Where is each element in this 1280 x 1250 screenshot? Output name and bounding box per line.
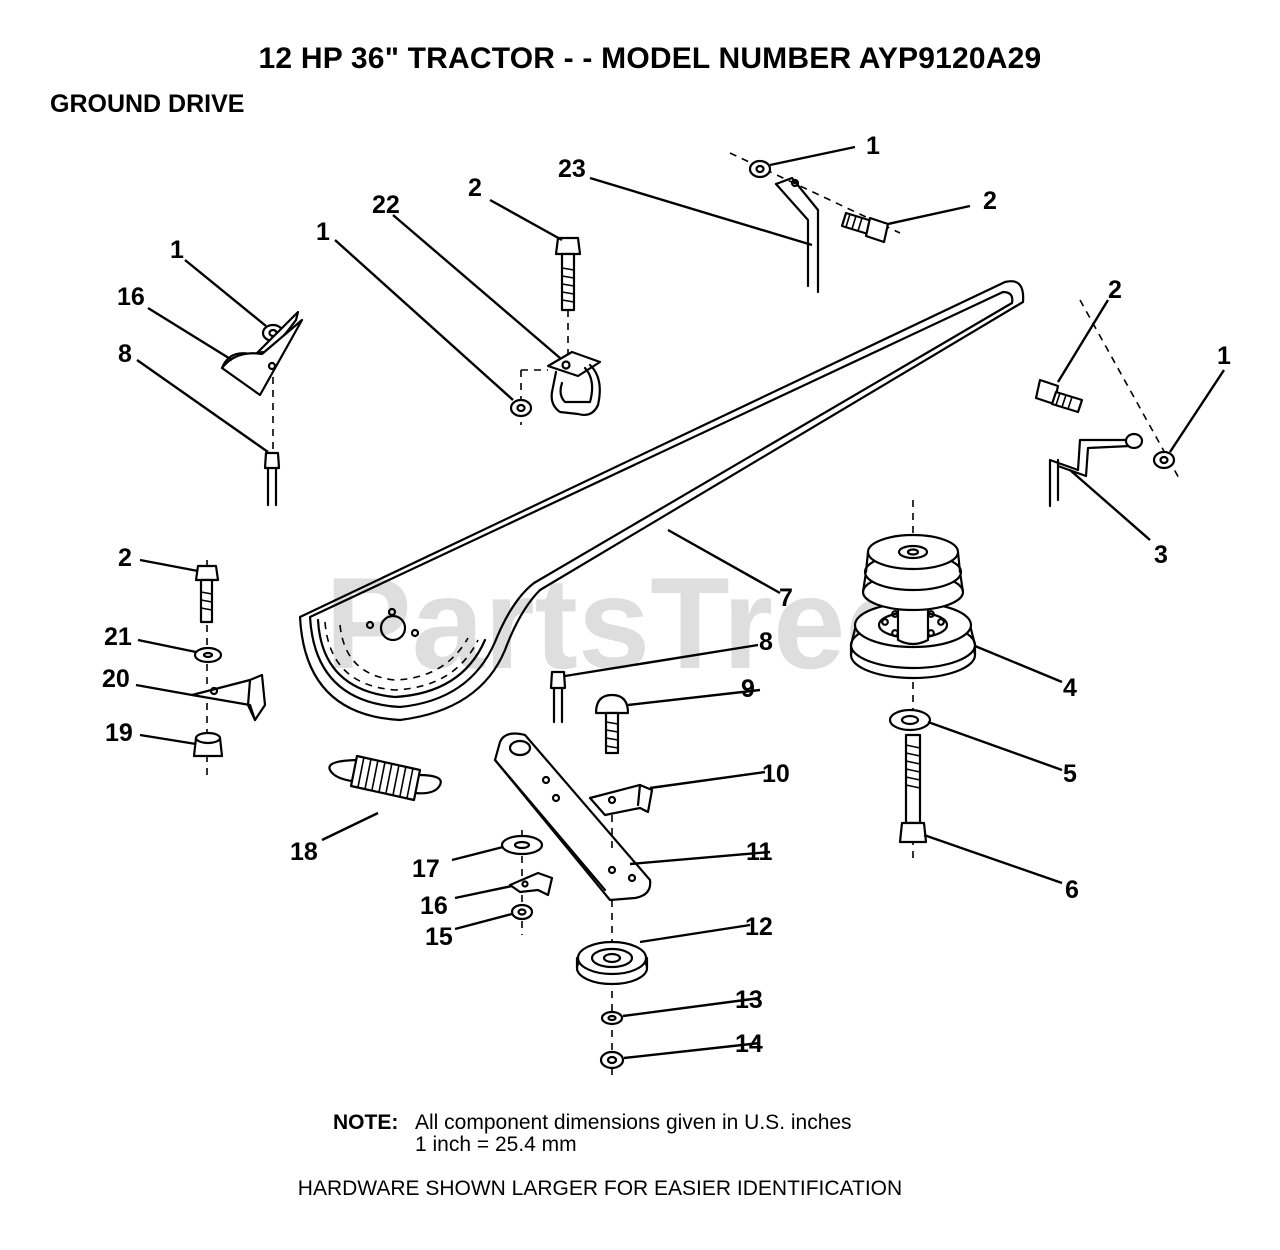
section-title: GROUND DRIVE bbox=[50, 90, 245, 118]
part-pulley-4 bbox=[849, 500, 977, 860]
part-arm-11 bbox=[493, 732, 652, 902]
watermark-text: PartsTree bbox=[325, 550, 918, 696]
callout-label: 2 bbox=[468, 174, 482, 202]
dimension-note: NOTE: All component dimensions given in U… bbox=[333, 1112, 852, 1156]
part-bolt-9 bbox=[594, 693, 630, 755]
part-bracket-22 bbox=[509, 236, 602, 425]
callout-label: 17 bbox=[412, 855, 440, 883]
note-line-2: 1 inch = 25.4 mm bbox=[415, 1133, 577, 1156]
callout-label: 1 bbox=[866, 132, 880, 160]
part-spring-18 bbox=[328, 754, 442, 802]
callout-label: 21 bbox=[104, 623, 132, 651]
callout-label: 2 bbox=[118, 544, 132, 572]
callout-label: 10 bbox=[762, 760, 790, 788]
callout-label: 7 bbox=[779, 584, 793, 612]
part-bracket-10 bbox=[588, 783, 654, 850]
callout-label: 6 bbox=[1065, 876, 1079, 904]
diagram-title: 12 HP 36" TRACTOR - - MODEL NUMBER AYP91… bbox=[258, 42, 1042, 75]
callout-label: 12 bbox=[745, 913, 773, 941]
callout-label: 2 bbox=[1108, 276, 1122, 304]
part-nut-15 bbox=[510, 903, 534, 921]
note-label: NOTE: bbox=[333, 1111, 399, 1134]
note-line-1: All component dimensions given in U.S. i… bbox=[415, 1111, 852, 1134]
part-belt bbox=[298, 280, 1025, 722]
callout-label: 2 bbox=[983, 187, 997, 215]
callout-label: 14 bbox=[735, 1030, 763, 1058]
part-clip-16 bbox=[220, 310, 304, 507]
part-stud-8 bbox=[549, 670, 567, 724]
callout-label: 18 bbox=[290, 838, 318, 866]
part-bracket-23 bbox=[729, 152, 901, 294]
callout-labels: 1 1 1 1 2 2 2 2 3 4 5 6 7 8 8 9 10 11 12… bbox=[102, 132, 1231, 1058]
callout-label: 8 bbox=[759, 628, 773, 656]
callout-label: 19 bbox=[105, 719, 133, 747]
callout-label: 1 bbox=[316, 218, 330, 246]
callout-label: 23 bbox=[558, 155, 586, 183]
callout-label: 16 bbox=[117, 283, 145, 311]
part-nut-14 bbox=[599, 1050, 625, 1070]
callout-leaders bbox=[135, 145, 1226, 1060]
callout-label: 11 bbox=[746, 838, 773, 866]
part-bracket-3 bbox=[1034, 299, 1181, 508]
hardware-note: HARDWARE SHOWN LARGER FOR EASIER IDENTIF… bbox=[297, 1177, 903, 1200]
callout-label: 1 bbox=[1217, 342, 1231, 370]
callout-label: 22 bbox=[372, 191, 400, 219]
callout-label: 4 bbox=[1063, 674, 1077, 702]
part-washer-17 bbox=[500, 830, 544, 935]
part-idler-12 bbox=[575, 900, 649, 1075]
callout-label: 15 bbox=[425, 923, 453, 951]
part-clip-16b bbox=[508, 871, 554, 897]
callout-label: 8 bbox=[118, 340, 132, 368]
part-washer-13 bbox=[600, 1010, 624, 1026]
callout-label: 5 bbox=[1063, 760, 1077, 788]
callout-label: 9 bbox=[741, 675, 755, 703]
part-bracket-20 bbox=[190, 560, 267, 780]
callout-label: 13 bbox=[735, 986, 763, 1014]
callout-label: 20 bbox=[102, 665, 130, 693]
callout-label: 16 bbox=[420, 892, 448, 920]
callout-label: 1 bbox=[170, 236, 184, 264]
callout-label: 3 bbox=[1154, 541, 1168, 569]
